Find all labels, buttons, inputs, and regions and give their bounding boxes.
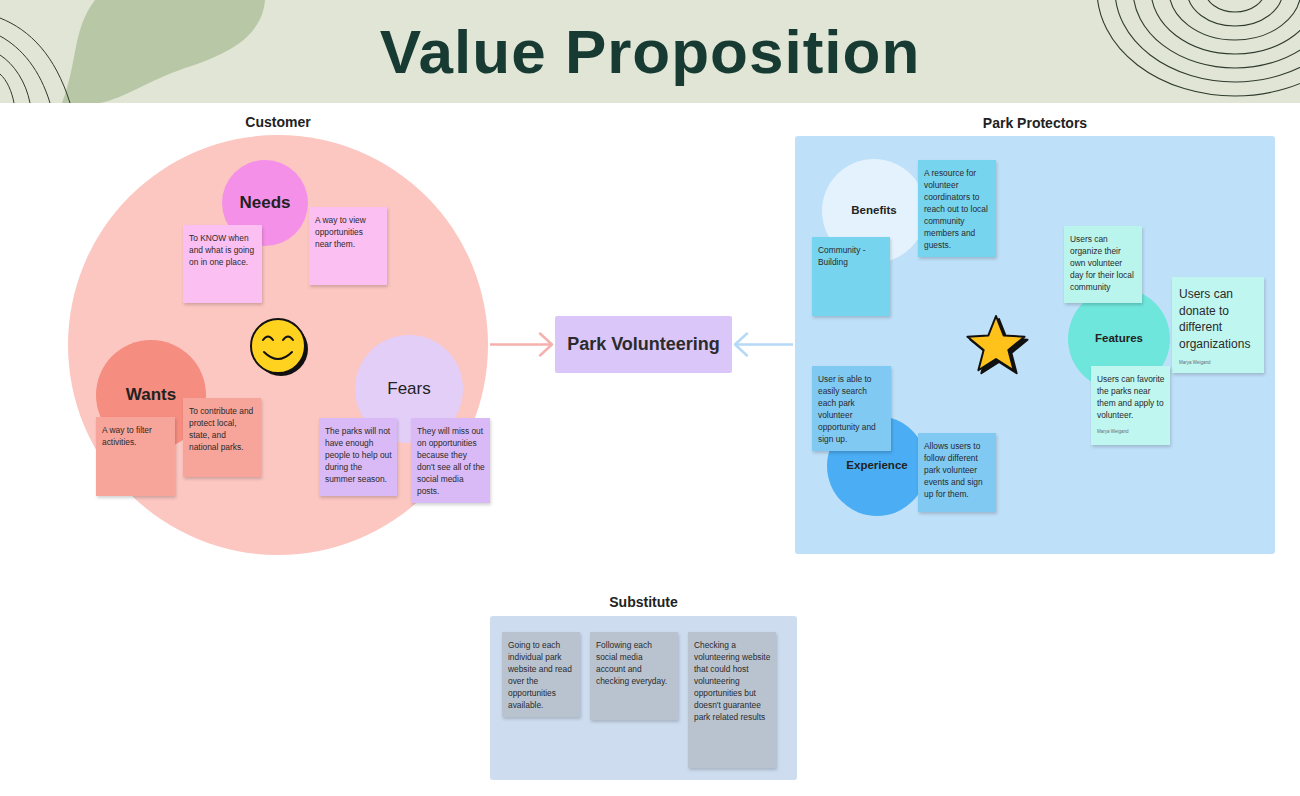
sticky-note: Users can donate to different organizati… xyxy=(1172,277,1264,373)
sticky-note: They will miss out on opportunities beca… xyxy=(411,418,490,503)
customer-circle: CustomerNeeds To KNOW when and what is go… xyxy=(68,112,488,556)
sticky-text: Users can favorite the parks near them a… xyxy=(1097,373,1165,421)
sticky-text: To contribute and protect local, state, … xyxy=(189,405,256,453)
sticky-text: Community - Building xyxy=(818,244,885,268)
circle-label: Wants xyxy=(126,385,176,405)
box-label: Park Volunteering xyxy=(567,334,720,355)
sticky-note: The parks will not have enough people to… xyxy=(319,418,397,496)
sticky-note: Users can organize their own volunteer d… xyxy=(1064,226,1142,303)
contour-lines-left xyxy=(0,18,70,103)
smiley-shadow xyxy=(254,322,308,376)
sticky-note: Community - Building xyxy=(812,237,890,316)
sticky-text: A way to filter activities. xyxy=(102,424,170,448)
star-shadow xyxy=(970,319,1027,373)
product-panel: Park ProtectorsBenefits A resource for vo… xyxy=(795,113,1275,554)
sticky-note: A way to filter activities. xyxy=(96,417,175,496)
star-shape xyxy=(967,316,1024,370)
sticky-note: Allows users to follow different park vo… xyxy=(918,433,996,512)
connector-line xyxy=(490,343,552,346)
panel-heading: Substitute xyxy=(490,592,797,612)
leaf-blob xyxy=(62,0,265,103)
sticky-text: Users can donate to different organizati… xyxy=(1179,286,1258,352)
star-icon xyxy=(967,316,1027,373)
sticky-text: Following each social media account and … xyxy=(596,639,673,687)
header-band xyxy=(0,0,1300,103)
sticky-text: Users can organize their own volunteer d… xyxy=(1070,233,1137,293)
sticky-text: They will miss out on opportunities beca… xyxy=(417,425,485,497)
smiley-face xyxy=(251,319,305,373)
circle-label: Experience xyxy=(846,459,907,473)
sticky-author: Marya Weigand xyxy=(1097,429,1165,435)
sticky-text: To KNOW when and what is going on in one… xyxy=(189,232,257,268)
sticky-note: Users can favorite the parks near them a… xyxy=(1091,366,1170,445)
sticky-text: The parks will not have enough people to… xyxy=(325,425,392,485)
sticky-author: Marya Weigand xyxy=(1179,360,1258,366)
connector-arrow xyxy=(490,334,552,356)
sticky-text: Going to each individual park website an… xyxy=(508,639,575,711)
smiley-eye xyxy=(263,337,273,341)
panel-heading: Park Protectors xyxy=(795,113,1275,133)
substitute-panel: SubstituteGoing to each individual park … xyxy=(490,592,797,780)
sticky-note: To KNOW when and what is going on in one… xyxy=(183,225,262,303)
sticky-text: A way to view opportunities near them. xyxy=(315,214,382,250)
connector-arrow xyxy=(735,334,793,356)
arrow-head xyxy=(540,334,552,356)
sticky-text: User is able to easily search each park … xyxy=(818,373,886,445)
region-fill xyxy=(68,135,488,555)
arrow-head xyxy=(735,334,747,356)
sticky-text: Checking a volunteering website that cou… xyxy=(694,639,771,723)
circle-label: Needs xyxy=(239,193,290,213)
circle-label: Benefits xyxy=(851,204,896,218)
smiley-mouth xyxy=(264,352,292,359)
sticky-note: Checking a volunteering website that cou… xyxy=(688,632,776,768)
sticky-note: Going to each individual park website an… xyxy=(502,632,580,717)
sticky-note: Following each social media account and … xyxy=(590,632,678,720)
center-box: Park Volunteering xyxy=(555,316,732,373)
page-title: Value Proposition xyxy=(0,16,1300,88)
sticky-text: A resource for volunteer coordinators to… xyxy=(924,167,991,251)
sticky-note: A way to view opportunities near them. xyxy=(309,207,387,285)
smiley-icon xyxy=(251,319,308,376)
sticky-note: To contribute and protect local, state, … xyxy=(183,398,261,477)
contour-lines-right xyxy=(1097,0,1300,96)
sticky-note: A resource for volunteer coordinators to… xyxy=(918,160,996,257)
header-background xyxy=(0,0,1300,103)
region-heading: Customer xyxy=(68,112,488,132)
circle-label: Features xyxy=(1095,332,1143,346)
circle-label: Fears xyxy=(387,379,430,399)
smiley-eye xyxy=(283,337,293,341)
sticky-text: Allows users to follow different park vo… xyxy=(924,440,991,500)
sticky-note: User is able to easily search each park … xyxy=(812,366,891,451)
connector-line xyxy=(735,343,793,346)
